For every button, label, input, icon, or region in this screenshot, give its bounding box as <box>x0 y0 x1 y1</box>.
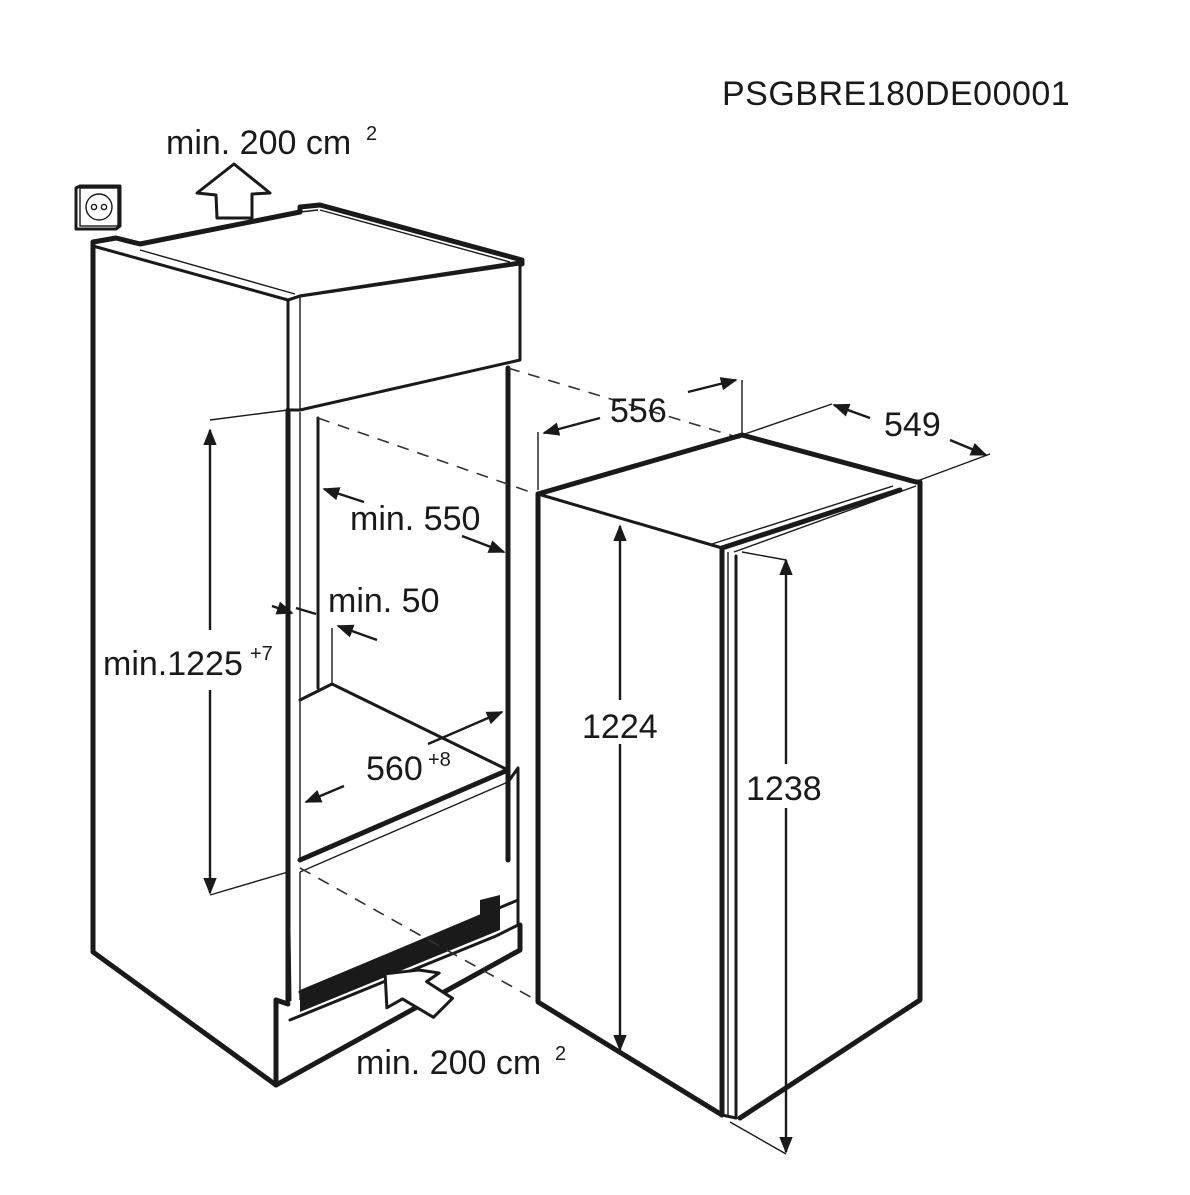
niche-width-dimension: 560 +8 <box>304 710 504 804</box>
niche-width-tolerance: +8 <box>428 749 451 771</box>
gap-label: min. 50 <box>328 582 440 620</box>
bottom-vent-sup: 2 <box>555 1043 566 1065</box>
niche-height-tolerance: +7 <box>250 643 273 665</box>
niche-depth-label: min. 550 <box>350 500 480 538</box>
cabinet-niche <box>90 202 525 1088</box>
appliance-total-height-dimension: 1238 <box>729 551 822 1155</box>
bottom-vent-text: min. 200 cm <box>356 1044 541 1082</box>
appliance-width-dimension: 556 <box>537 377 743 490</box>
appliance-body-height-label: 1224 <box>582 708 658 746</box>
top-ventilation-label: min. 200 cm 2 <box>166 123 377 162</box>
appliance <box>535 432 923 1121</box>
appliance-depth-dimension: 549 <box>741 403 991 481</box>
appliance-total-height-label: 1238 <box>746 770 822 808</box>
airflow-in-arrow-icon <box>383 968 454 1019</box>
niche-depth-dimension: min. 550 <box>322 487 506 554</box>
bottom-ventilation-label: min. 200 cm 2 <box>356 1043 566 1082</box>
airflow-up-arrow-icon <box>195 162 272 220</box>
top-vent-text: min. 200 cm <box>166 124 351 162</box>
projection-lines <box>299 367 741 1001</box>
top-vent-sup: 2 <box>366 123 377 145</box>
product-code: PSGBRE180DE00001 <box>722 75 1070 113</box>
niche-height-dimension: min.1225 +7 <box>103 409 289 896</box>
appliance-depth-label: 549 <box>884 406 941 444</box>
appliance-width-label: 556 <box>610 392 667 430</box>
appliance-body-height-dimension: 1224 <box>582 524 658 1052</box>
gap-dimension: min. 50 <box>271 582 440 642</box>
niche-height-label: min.1225 <box>103 645 243 683</box>
niche-width-label: 560 <box>366 750 423 788</box>
power-socket-icon <box>74 184 122 231</box>
